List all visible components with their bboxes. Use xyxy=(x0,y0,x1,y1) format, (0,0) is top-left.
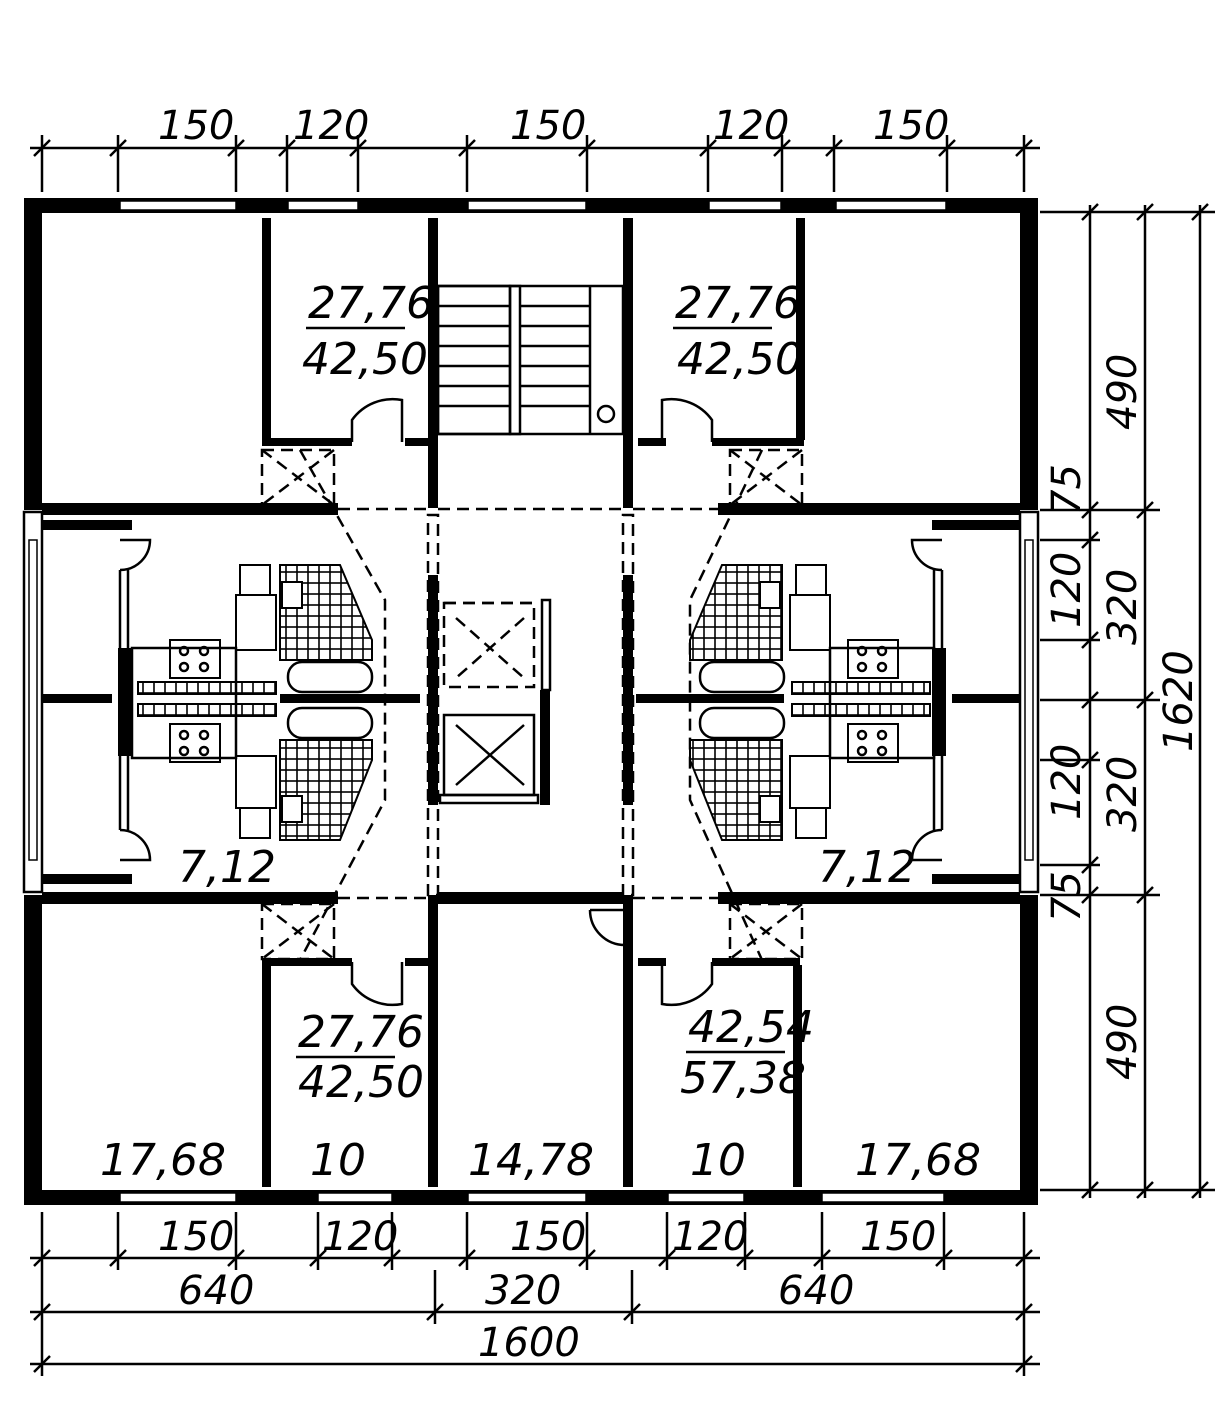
apt-2-living-area: 27,76 xyxy=(675,278,801,329)
right-inner-dim-4: 75 xyxy=(1044,871,1090,922)
room-area-3: 14,78 xyxy=(468,1135,594,1186)
toilet-icon xyxy=(759,795,781,823)
apt-3-total-area: 42,50 xyxy=(298,1057,424,1108)
elevator-icon xyxy=(438,598,552,805)
right-inner-dim-1: 75 xyxy=(1044,464,1090,515)
top-dim-5: 150 xyxy=(873,103,949,149)
bathtub-icon xyxy=(698,706,786,740)
apartment-area-labels: 27,76 42,50 27,76 42,50 27,76 42,50 42,5… xyxy=(296,278,814,1108)
room-area-1: 17,68 xyxy=(100,1135,226,1186)
right-dimension-chain: 75 120 120 75 490 320 320 490 1620 xyxy=(1040,203,1215,1199)
apt-4-total-area: 57,38 xyxy=(680,1053,806,1104)
top-dim-3: 150 xyxy=(510,103,586,149)
right-total-dim: 1620 xyxy=(1156,650,1202,752)
apt-2-total-area: 42,50 xyxy=(677,334,803,385)
room-area-labels: 7,12 7,12 17,68 10 14,78 10 17,68 xyxy=(100,842,981,1186)
stove-icon xyxy=(847,723,899,763)
toilet-icon xyxy=(281,581,303,609)
right-middle-dim-4: 490 xyxy=(1100,1004,1146,1080)
top-dim-1: 150 xyxy=(158,103,234,149)
stove-icon xyxy=(169,723,221,763)
door-swing-icon xyxy=(119,397,943,1007)
apt-1-living-area: 27,76 xyxy=(308,278,434,329)
apt-1-total-area: 42,50 xyxy=(302,334,428,385)
toilet-icon xyxy=(759,581,781,609)
kitchen-left-area: 7,12 xyxy=(178,842,276,893)
right-middle-dim-1: 490 xyxy=(1100,354,1146,430)
apt-4-living-area: 42,54 xyxy=(688,1002,814,1053)
room-area-4: 10 xyxy=(690,1135,746,1186)
bottom-total: 1600 xyxy=(478,1320,580,1366)
bathroom-right xyxy=(689,564,831,841)
bathroom-left xyxy=(235,564,374,841)
toilet-icon xyxy=(281,795,303,823)
kitchen-right-area: 7,12 xyxy=(818,842,916,893)
bathtub-icon xyxy=(286,706,374,740)
bottom-dim-4: 120 xyxy=(672,1214,748,1260)
bathtub-icon xyxy=(286,660,374,694)
top-dimension-chain: 150 120 150 120 150 xyxy=(30,103,1040,192)
stove-icon xyxy=(847,639,899,679)
bathtub-icon xyxy=(698,660,786,694)
interior-walls xyxy=(42,218,1020,1187)
room-area-5: 17,68 xyxy=(855,1135,981,1186)
room-area-2: 10 xyxy=(310,1135,366,1186)
kitchen-left xyxy=(118,570,277,830)
bottom-dim-2: 120 xyxy=(322,1214,398,1260)
apt-3-living-area: 27,76 xyxy=(298,1007,424,1058)
vestibule-right xyxy=(688,448,804,961)
right-middle-dim-2: 320 xyxy=(1100,569,1146,645)
bottom-dim-3: 150 xyxy=(510,1214,586,1260)
bottom-span-3: 640 xyxy=(778,1268,854,1314)
corridor-outline xyxy=(338,507,718,900)
bottom-span-1: 640 xyxy=(178,1268,254,1314)
kitchen-right xyxy=(791,570,944,830)
right-inner-dim-2: 120 xyxy=(1044,552,1090,628)
bottom-dimension-chain: 150 120 150 120 150 640 320 640 1600 xyxy=(30,1212,1040,1376)
top-dim-2: 120 xyxy=(293,103,369,149)
stair-icon xyxy=(436,284,625,436)
stove-icon xyxy=(169,639,221,679)
bottom-span-2: 320 xyxy=(485,1268,561,1314)
exterior-walls xyxy=(22,198,1040,1205)
vestibule-left xyxy=(260,448,387,961)
top-dim-4: 120 xyxy=(713,103,789,149)
right-inner-dim-3: 120 xyxy=(1044,744,1090,820)
bottom-dim-1: 150 xyxy=(158,1214,234,1260)
bottom-dim-5: 150 xyxy=(860,1214,936,1260)
right-middle-dim-3: 320 xyxy=(1100,756,1146,832)
